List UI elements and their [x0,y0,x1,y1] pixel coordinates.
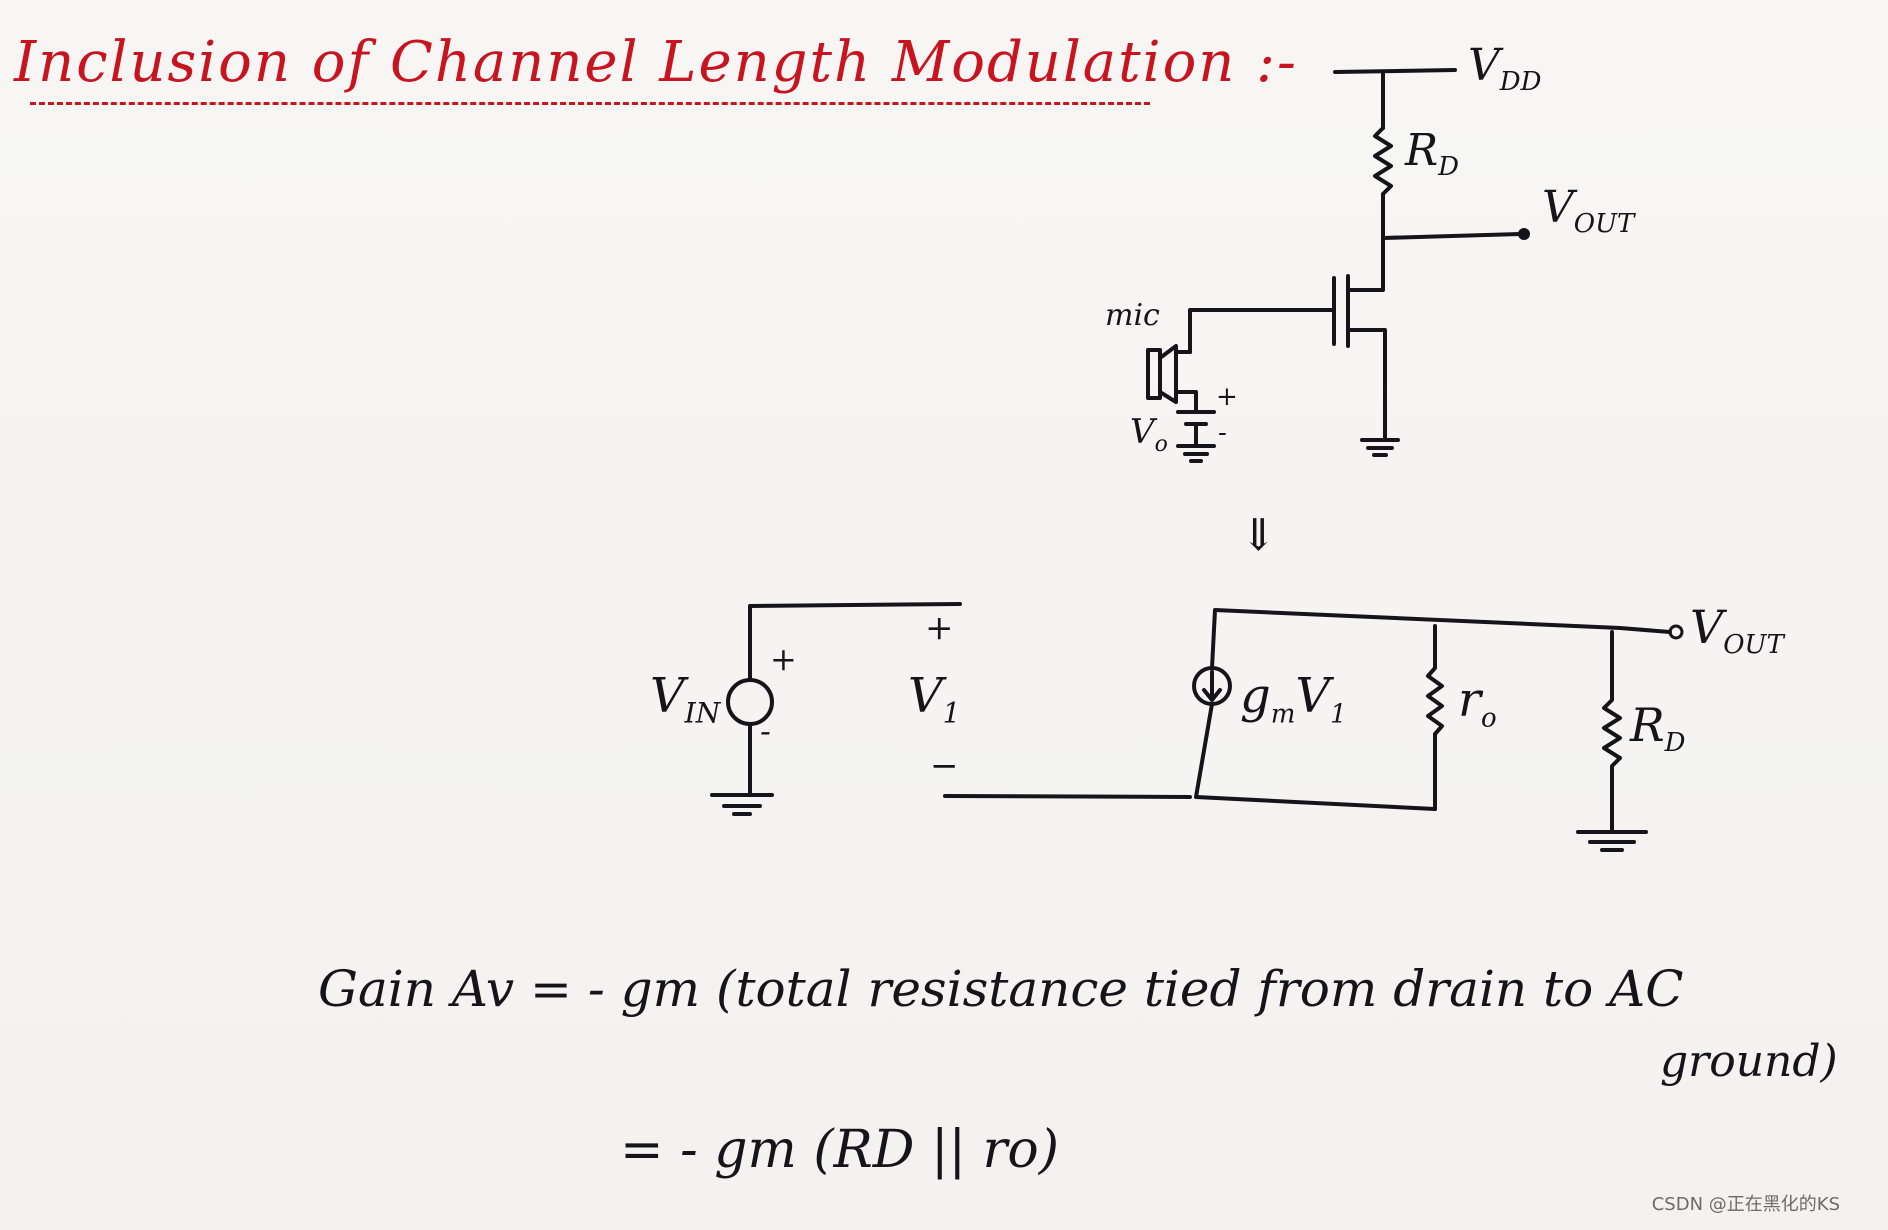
gm-arrow [1202,670,1222,702]
gain-equation-line1-cont: ground) [1660,1036,1838,1087]
rd-ss-resistor [1602,630,1622,832]
vout-wire [1381,232,1522,240]
mic-horn [1158,344,1178,404]
battery-plus-label: + [1216,382,1238,412]
battery-minus-label: - [1218,418,1227,448]
mic-label: mic [1105,298,1160,333]
ss-vout-terminal [1668,624,1684,640]
vout-label: VOUT [1542,182,1635,239]
rd-resistor [1373,126,1393,196]
mosfet-source [1346,328,1387,442]
vout-terminal [1518,228,1530,240]
mic-body [1146,348,1162,400]
ro-label: ro [1458,672,1497,734]
v1-minus-label: − [930,746,959,786]
port-bottom-wire [943,794,1192,799]
battery-ground [1176,444,1216,463]
ro-resistor [1426,624,1444,811]
mic-wire [1174,350,1198,414]
gm-top-wire [1210,608,1622,670]
rd-label: RD [1405,125,1459,182]
mosfet-drain [1346,276,1385,292]
battery [1176,410,1216,448]
v1-label: V1 [908,668,961,730]
vin-plus-label: + [770,640,797,678]
watermark: CSDN @正在黑化的KS [1651,1194,1840,1215]
gm-bottom-wire [1194,702,1437,811]
v0-label: Vo [1130,412,1168,457]
gain-equation-line2: = - gm (RD || ro) [620,1120,1060,1180]
vin-minus-label: - [760,712,771,750]
gain-equation-line1: Gain Av = - gm (total resistance tied fr… [318,960,1684,1018]
title-underline [30,102,1150,105]
ss-vout-wire [1618,626,1672,634]
vdd-label: VDD [1468,40,1542,97]
page-title: Inclusion of Channel Length Modulation :… [14,30,1298,95]
vin-top-wire [748,602,962,682]
vdd-rail [1333,68,1457,74]
rd-ss-label: RD [1630,698,1686,759]
gate-wire [1188,308,1336,354]
v1-plus-label: + [925,608,954,648]
ss-vout-label: VOUT [1690,600,1784,661]
vin-label: VIN [650,668,721,730]
vin-ground [710,793,774,816]
gm-v1-label: gmV1 [1240,668,1347,730]
transform-arrow: ⇓ [1240,510,1277,561]
source-ground [1360,438,1400,457]
rd-ss-ground [1576,830,1648,852]
